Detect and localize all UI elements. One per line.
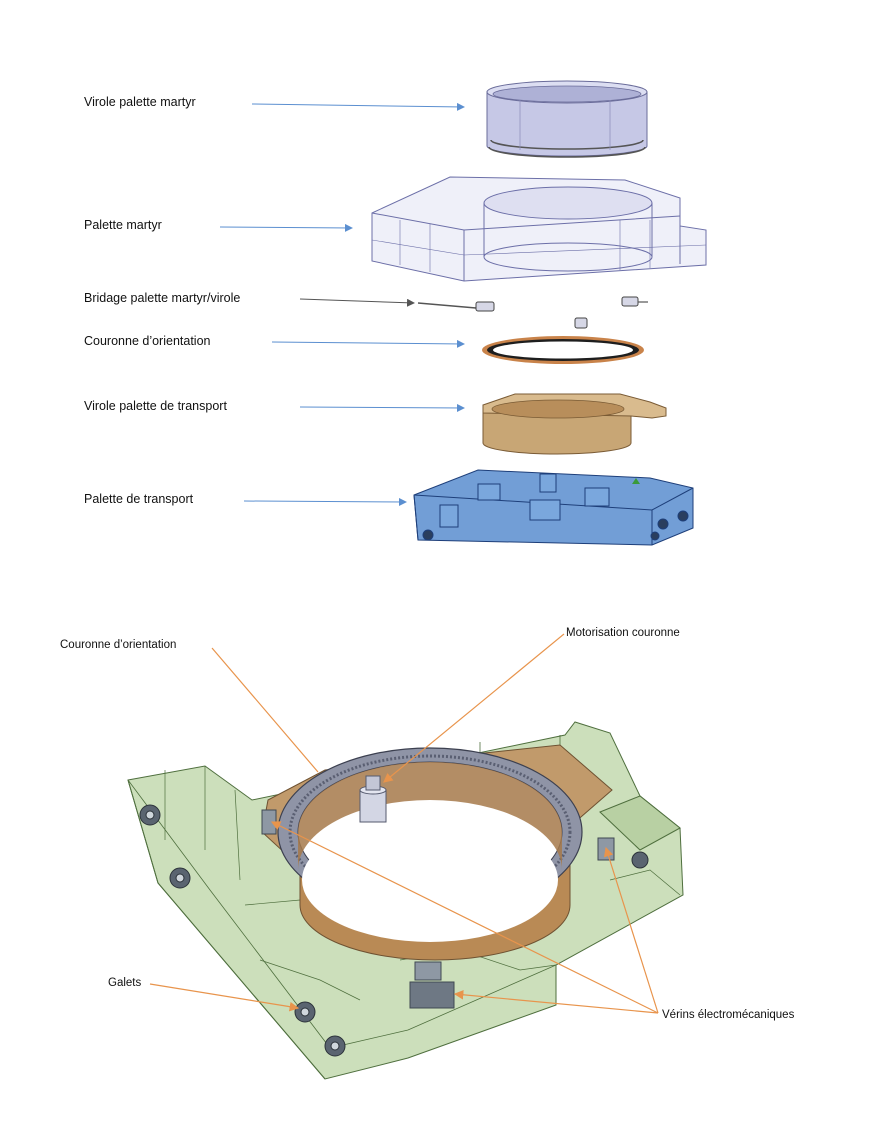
couronne-orientation-ring-part (482, 336, 644, 364)
virole-palette-martyr-part (486, 80, 648, 158)
palette-martyr-part (371, 176, 707, 282)
leader-verins-2 (453, 990, 659, 1014)
motorisation-couronne-part (359, 775, 387, 823)
leader-assembly-couronne (211, 647, 319, 773)
palette-transport-part (413, 469, 694, 546)
label-virole-palette-martyr: Virole palette martyr (84, 95, 196, 109)
label-palette-martyr: Palette martyr (84, 218, 162, 232)
leader-virole-palette-martyr (251, 102, 465, 111)
label-assembly-couronne: Couronne d’orientation (60, 639, 176, 651)
leader-couronne-orientation (271, 339, 465, 348)
leader-assembly-galets (149, 983, 300, 1012)
leader-bridage (299, 298, 415, 307)
leader-palette-martyr (219, 223, 353, 232)
couronne-orientation-assembly-ring (277, 747, 583, 942)
galets-rollers (139, 804, 649, 1057)
label-assembly-verins: Vérins électromécaniques (662, 1009, 795, 1021)
label-couronne-orientation: Couronne d’orientation (84, 334, 211, 348)
exploded-view: Virole palette martyr Palette martyr Bri… (84, 80, 707, 546)
leader-verins-3 (603, 846, 659, 1014)
leader-virole-palette-transport (299, 403, 465, 412)
label-assembly-galets: Galets (108, 977, 141, 989)
label-bridage: Bridage palette martyr/virole (84, 291, 240, 305)
label-virole-palette-transport: Virole palette de transport (84, 399, 227, 413)
leader-assembly-motorisation (383, 633, 565, 783)
assembly-view: Couronne d’orientation Motorisation cour… (60, 627, 795, 1080)
label-palette-transport: Palette de transport (84, 492, 194, 506)
leader-verins-1 (270, 821, 659, 1014)
virole-palette-transport-part (482, 393, 667, 455)
bridage-clamps-part (417, 296, 648, 329)
leader-palette-transport (243, 497, 407, 506)
label-assembly-motorisation: Motorisation couronne (566, 627, 680, 639)
